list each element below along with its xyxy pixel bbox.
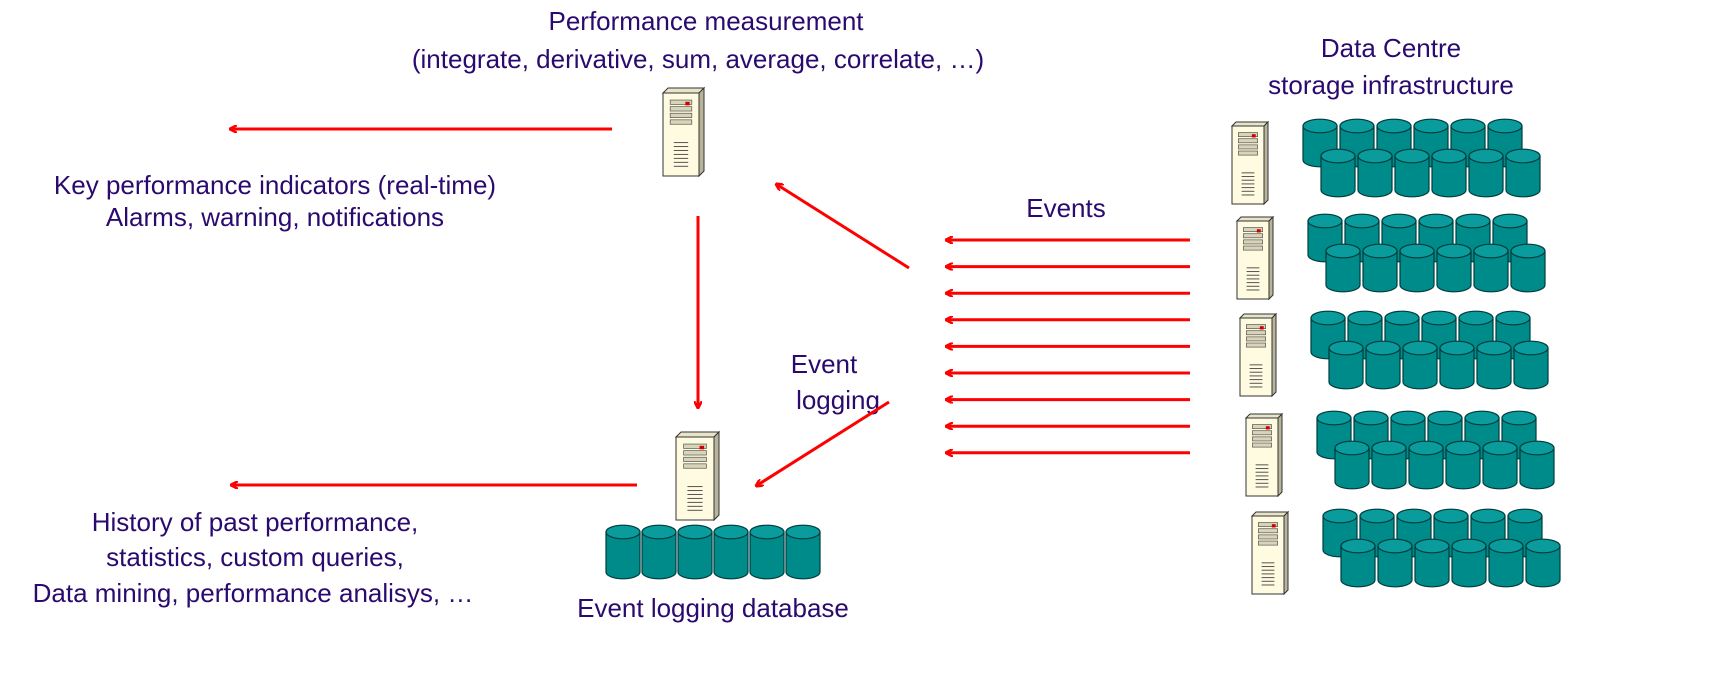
database-cylinder-icon — [677, 524, 713, 580]
database-cylinder-icon — [1436, 243, 1472, 293]
database-cylinder-icon — [1371, 440, 1407, 490]
database-cylinder-icon — [1451, 538, 1487, 588]
database-cylinder-icon — [1402, 340, 1438, 390]
database-cylinder-icon — [1431, 148, 1467, 198]
database-cylinder-icon — [1439, 340, 1475, 390]
datacentre-title: Data Centre — [1321, 33, 1461, 63]
database-cylinder-icon — [1505, 148, 1541, 198]
database-cylinder-icon — [1362, 243, 1398, 293]
database-cylinder-icon — [1445, 440, 1481, 490]
database-cylinder-icon — [1513, 340, 1549, 390]
perf-measurement-title: Performance measurement — [548, 6, 864, 36]
database-cylinder-icon — [1488, 538, 1524, 588]
history-label-line1: History of past performance, — [92, 507, 419, 537]
server-icon-rack — [1238, 312, 1278, 398]
servers-group — [661, 86, 1290, 596]
server-icon-rack — [1230, 120, 1270, 206]
server-icon-rack — [1244, 412, 1284, 498]
database-cylinder-icon — [1482, 440, 1518, 490]
server-icon-rack — [1235, 215, 1275, 301]
database-cylinder-icon — [1476, 340, 1512, 390]
disks-group — [605, 118, 1561, 588]
database-cylinder-icon — [1408, 440, 1444, 490]
event-arrows-group — [946, 240, 1190, 453]
database-cylinder-icon — [1399, 243, 1435, 293]
database-cylinder-icon — [749, 524, 785, 580]
database-cylinder-icon — [1365, 340, 1401, 390]
database-cylinder-icon — [1468, 148, 1504, 198]
events-to-perf-arrow — [776, 184, 910, 270]
server-icon-db — [674, 430, 721, 522]
perf-operations-text: (integrate, derivative, sum, average, co… — [412, 44, 984, 74]
server-icon-perf — [661, 86, 706, 178]
database-cylinder-icon — [1473, 243, 1509, 293]
database-cylinder-icon — [1510, 243, 1546, 293]
datacentre-subtitle: storage infrastructure — [1268, 70, 1514, 100]
history-label-line2: statistics, custom queries, — [106, 542, 404, 572]
events-to-db-arrow — [756, 400, 890, 486]
db-label: Event logging database — [577, 593, 849, 623]
kpi-label: Key performance indicators (real-time) — [54, 170, 496, 200]
database-cylinder-icon — [1394, 148, 1430, 198]
database-cylinder-icon — [1357, 148, 1393, 198]
database-cylinder-icon — [1525, 538, 1561, 588]
database-cylinder-icon — [1340, 538, 1376, 588]
database-cylinder-icon — [1325, 243, 1361, 293]
database-cylinder-icon — [1414, 538, 1450, 588]
database-cylinder-icon — [785, 524, 821, 580]
history-label-line3: Data mining, performance analisys, … — [33, 578, 474, 608]
database-cylinder-icon — [1328, 340, 1364, 390]
alarms-label: Alarms, warning, notifications — [106, 202, 444, 232]
database-cylinder-icon — [641, 524, 677, 580]
events-label: Events — [1026, 193, 1106, 223]
server-icon-rack — [1250, 510, 1290, 596]
event-logging-label-line2: logging — [796, 385, 880, 415]
database-cylinder-icon — [1377, 538, 1413, 588]
database-cylinder-icon — [1519, 440, 1555, 490]
database-cylinder-icon — [1320, 148, 1356, 198]
database-cylinder-icon — [1334, 440, 1370, 490]
database-cylinder-icon — [605, 524, 641, 580]
database-cylinder-icon — [713, 524, 749, 580]
event-logging-label-line1: Event — [791, 349, 858, 379]
